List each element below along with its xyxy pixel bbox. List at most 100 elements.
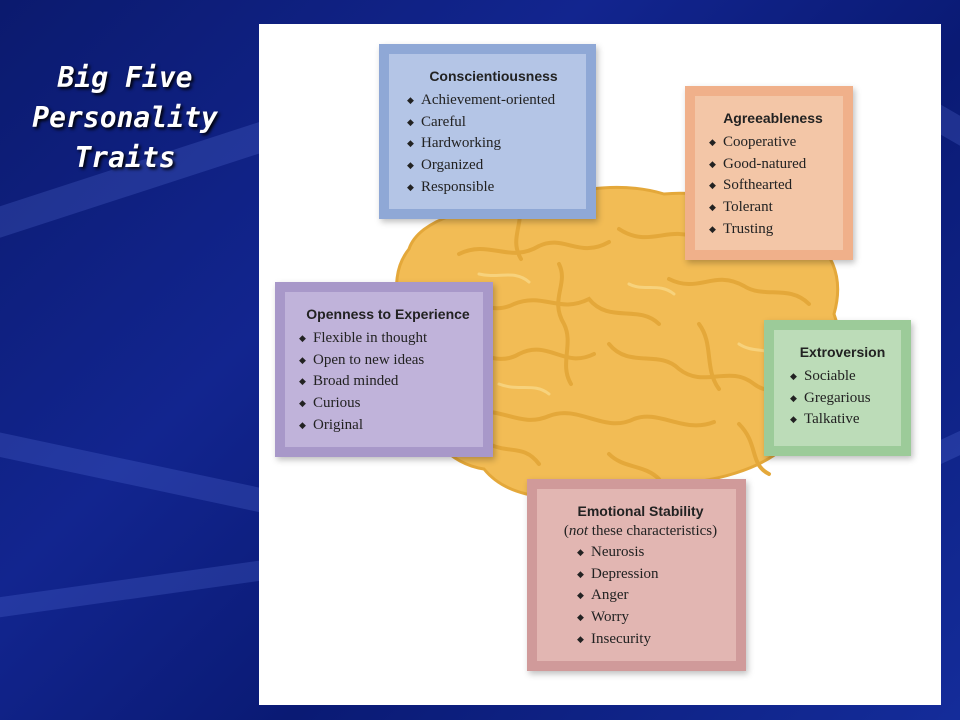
list-item-text: Depression [591, 565, 659, 582]
list-item: ◆ Careful [407, 112, 580, 134]
diamond-bullet-icon: ◆ [577, 612, 584, 623]
trait-title: Agreeableness [723, 110, 823, 126]
list-item-text: Good-natured [723, 155, 807, 172]
list-item: ◆ Curious [299, 393, 477, 415]
trait-list: ◆ Sociable ◆ Gregarious ◆ Talkative [790, 366, 895, 431]
trait-box-inner: Openness to Experience ◆ Flexible in thou… [285, 292, 483, 447]
trait-box-emotional-stability: Emotional Stability (not these character… [527, 479, 746, 671]
list-item: ◆ Achievement-oriented [407, 90, 580, 112]
trait-box-agreeableness: Agreeableness ◆ Cooperative ◆ Good-natured… [685, 86, 853, 260]
diamond-bullet-icon: ◆ [299, 376, 306, 387]
list-item: ◆ Open to new ideas [299, 350, 477, 372]
list-item: ◆ Anger [577, 585, 730, 607]
diamond-bullet-icon: ◆ [299, 333, 306, 343]
diamond-bullet-icon: ◆ [709, 223, 716, 234]
subtitle-rest: these characteristics) [588, 523, 718, 539]
diamond-bullet-icon: ◆ [790, 392, 797, 403]
list-item: ◆ Trusting [709, 219, 837, 241]
diamond-bullet-icon: ◆ [299, 354, 306, 365]
diamond-bullet-icon: ◆ [577, 568, 584, 579]
subtitle-emphasis: not [568, 523, 589, 539]
list-item: ◆ Talkative [790, 409, 895, 431]
list-item-text: Neurosis [591, 544, 645, 561]
list-item: ◆ Broad minded [299, 371, 477, 393]
list-item: ◆ Depression [577, 564, 730, 586]
list-item: ◆ Sociable [790, 366, 895, 388]
list-item-text: Open to new ideas [313, 351, 425, 368]
list-item: ◆ Neurosis [577, 542, 730, 564]
list-item-text: Hardworking [421, 135, 501, 152]
trait-subtitle: (not these characteristics) [551, 523, 730, 540]
list-item: ◆ Insecurity [577, 629, 730, 651]
trait-box-inner: Agreeableness ◆ Cooperative ◆ Good-natured… [695, 96, 843, 250]
list-item: ◆ Tolerant [709, 197, 837, 219]
trait-box-inner: Emotional Stability (not these character… [537, 489, 736, 661]
list-item-text: Responsible [421, 178, 495, 195]
diamond-bullet-icon: ◆ [790, 414, 797, 425]
list-item: ◆ Hardworking [407, 133, 580, 155]
trait-box-conscientiousness: Conscientiousness ◆ Achievement-oriented … [379, 44, 596, 219]
diamond-bullet-icon: ◆ [407, 138, 414, 149]
list-item-text: Curious [313, 395, 361, 412]
diamond-bullet-icon: ◆ [577, 590, 584, 601]
list-item-text: Organized [421, 157, 484, 174]
slide-title-line: Personality [32, 101, 218, 134]
diamond-bullet-icon: ◆ [407, 160, 414, 171]
diamond-bullet-icon: ◆ [407, 116, 414, 127]
list-item-text: Gregarious [804, 389, 871, 406]
diagram-panel: Conscientiousness ◆ Achievement-oriented … [259, 24, 941, 705]
trait-title: Extroversion [799, 344, 886, 360]
diamond-bullet-icon: ◆ [407, 181, 414, 192]
list-item: ◆ Flexible in thought [299, 328, 477, 350]
trait-title: Emotional Stability [577, 503, 704, 519]
trait-box-inner: Extroversion ◆ Sociable ◆ Gregarious ◆ Talk… [774, 330, 901, 446]
list-item-text: Talkative [804, 411, 860, 428]
diamond-bullet-icon: ◆ [709, 158, 716, 169]
list-item-text: Insecurity [591, 630, 651, 647]
background-streak [0, 555, 299, 620]
list-item: ◆ Responsible [407, 177, 580, 199]
diamond-bullet-icon: ◆ [709, 137, 716, 147]
list-item: ◆ Softhearted [709, 175, 837, 197]
list-item-text: Anger [591, 587, 629, 604]
list-item: ◆ Organized [407, 155, 580, 177]
diamond-bullet-icon: ◆ [299, 419, 306, 430]
trait-title: Openness to Experience [306, 306, 470, 322]
list-item-text: Cooperative [723, 134, 797, 151]
trait-list: ◆Cooperative ◆Good-natured ◆Softhearted … [709, 132, 837, 240]
list-item: ◆ Gregarious [790, 388, 895, 410]
list-item: ◆ Cooperative [709, 132, 837, 154]
list-item-text: Original [313, 416, 363, 433]
diamond-bullet-icon: ◆ [407, 95, 414, 105]
list-item-text: Broad minded [313, 373, 399, 390]
diamond-bullet-icon: ◆ [790, 371, 797, 381]
list-item-text: Softhearted [723, 177, 793, 194]
list-item-text: Tolerant [723, 199, 773, 216]
trait-list: ◆ Achievement-oriented ◆ Careful ◆ Hardwork… [407, 90, 580, 198]
list-item-text: Trusting [723, 220, 774, 237]
brain-illustration [395, 185, 842, 502]
diamond-bullet-icon: ◆ [577, 547, 584, 557]
subtitle-open: ( [563, 523, 569, 539]
list-item-text: Sociable [804, 368, 856, 385]
list-item-text: Worry [591, 609, 629, 626]
list-item-text: Achievement-oriented [421, 92, 556, 109]
slide-title: Big Five Personality Traits [20, 58, 230, 178]
diamond-bullet-icon: ◆ [299, 398, 306, 409]
trait-list: ◆ Neurosis ◆ Depression ◆ Anger ◆ Worry ◆ Ins… [551, 542, 730, 650]
list-item: ◆ Good-natured [709, 154, 837, 176]
slide-title-line: Traits [74, 141, 176, 174]
diamond-bullet-icon: ◆ [709, 180, 716, 191]
list-item-text: Flexible in thought [313, 330, 428, 347]
trait-box-inner: Conscientiousness ◆ Achievement-oriented … [389, 54, 586, 209]
trait-box-openness: Openness to Experience ◆ Flexible in thou… [275, 282, 493, 457]
list-item-text: Careful [421, 113, 466, 130]
list-item: ◆ Worry [577, 607, 730, 629]
diamond-bullet-icon: ◆ [577, 633, 584, 644]
trait-box-extroversion: Extroversion ◆ Sociable ◆ Gregarious ◆ Talk… [764, 320, 911, 456]
diamond-bullet-icon: ◆ [709, 202, 716, 213]
trait-title: Conscientiousness [429, 68, 558, 84]
slide-title-line: Big Five [57, 61, 193, 94]
list-item: ◆ Original [299, 415, 477, 437]
trait-list: ◆Flexible in thought ◆Open to new ideas … [299, 328, 477, 436]
